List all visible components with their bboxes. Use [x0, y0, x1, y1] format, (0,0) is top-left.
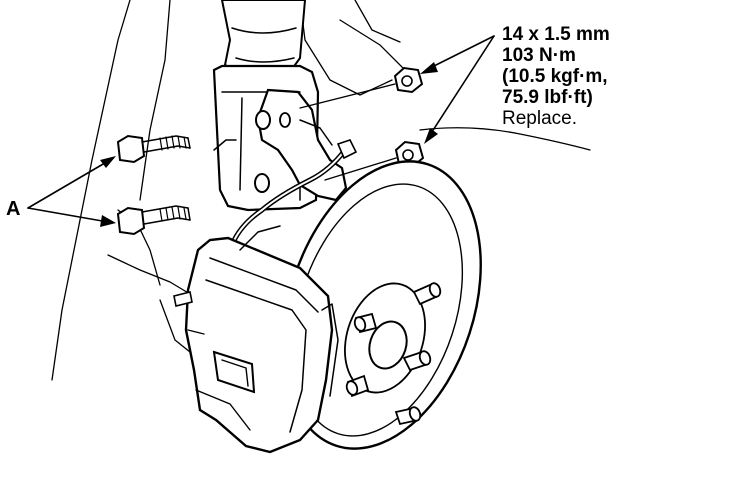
spec-torque-lbfft: 75.9 lbf·ft) [502, 87, 593, 108]
torque-spec-block: 14 x 1.5 mm 103 N·m (10.5 kgf·m, 75.9 lb… [502, 24, 610, 129]
nut-alignment-lines [299, 83, 397, 181]
callout-a-label: A [6, 198, 21, 220]
callout-a-leaders [27, 156, 116, 227]
spec-torque-kgfm: (10.5 kgf·m, [502, 66, 608, 87]
lower-bolt-a [116, 205, 191, 236]
wheel-studs [345, 282, 442, 426]
spec-torque-nm: 103 N·m [502, 45, 576, 66]
spec-thread-size: 14 x 1.5 mm [502, 24, 610, 45]
brake-hose [229, 139, 358, 248]
brake-caliper [173, 225, 339, 454]
spec-leaders [419, 35, 591, 151]
spec-replace-note: Replace. [502, 108, 577, 129]
upper-bolt-a [116, 134, 191, 164]
lower-nut [394, 140, 425, 168]
upper-nut [393, 66, 424, 94]
